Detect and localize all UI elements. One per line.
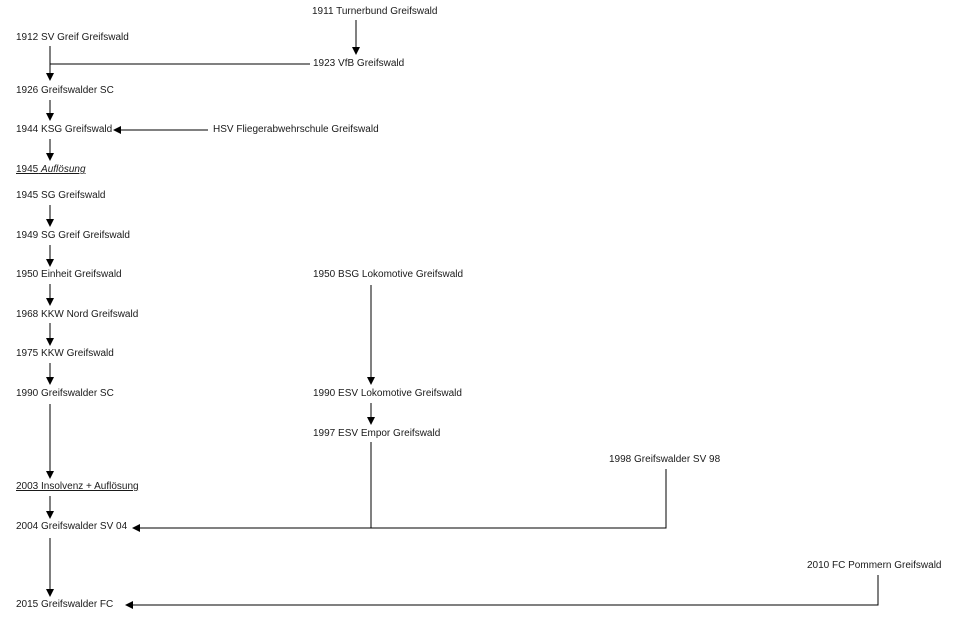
- node-turnerbund-1911: 1911 Turnerbund Greifswald: [312, 6, 438, 17]
- node-kkw-nord-1968: 1968 KKW Nord Greifswald: [16, 309, 139, 320]
- node-sg-greif-1949: 1949 SG Greif Greifswald: [16, 230, 130, 241]
- node-esv-empor-1997: 1997 ESV Empor Greifswald: [313, 428, 441, 439]
- node-greifswalder-sv98-1998: 1998 Greifswalder SV 98: [609, 454, 721, 465]
- node-ksg-1944: 1944 KSG Greifswald: [16, 124, 113, 135]
- node-gsc-1990: 1990 Greifswalder SC: [16, 388, 114, 399]
- node-sg-1945: 1945 SG Greifswald: [16, 190, 106, 201]
- node-sv-greif-1912: 1912 SV Greif Greifswald: [16, 32, 129, 43]
- node-fc-pommern-2010: 2010 FC Pommern Greifswald: [807, 560, 942, 571]
- node-vfb-1923: 1923 VfB Greifswald: [313, 58, 405, 69]
- node-esv-lokomotive-1990: 1990 ESV Lokomotive Greifswald: [313, 388, 462, 399]
- aufloesung-year: 1945: [16, 164, 39, 175]
- node-greifswalder-sv04-2004: 2004 Greifswalder SV 04: [16, 521, 128, 532]
- line-pommern-merge: [125, 575, 879, 609]
- node-hsv-fliegerabwehrschule: HSV Fliegerabwehrschule Greifswald: [213, 124, 379, 135]
- aufloesung-word: Auflösung: [41, 164, 86, 175]
- node-greifswalder-fc-2015: 2015 Greifswalder FC: [16, 599, 114, 610]
- node-einheit-1950: 1950 Einheit Greifswald: [16, 269, 122, 280]
- line-gsv98-merge: [132, 469, 667, 532]
- node-bsg-lokomotive-1950: 1950 BSG Lokomotive Greifswald: [313, 269, 464, 280]
- node-gsc-1926: 1926 Greifswalder SC: [16, 85, 114, 96]
- node-insolvenz-2003: 2003 Insolvenz + Auflösung: [16, 481, 139, 492]
- node-kkw-1975: 1975 KKW Greifswald: [16, 348, 114, 359]
- node-aufloesung-1945: 1945 Auflösung: [16, 164, 86, 176]
